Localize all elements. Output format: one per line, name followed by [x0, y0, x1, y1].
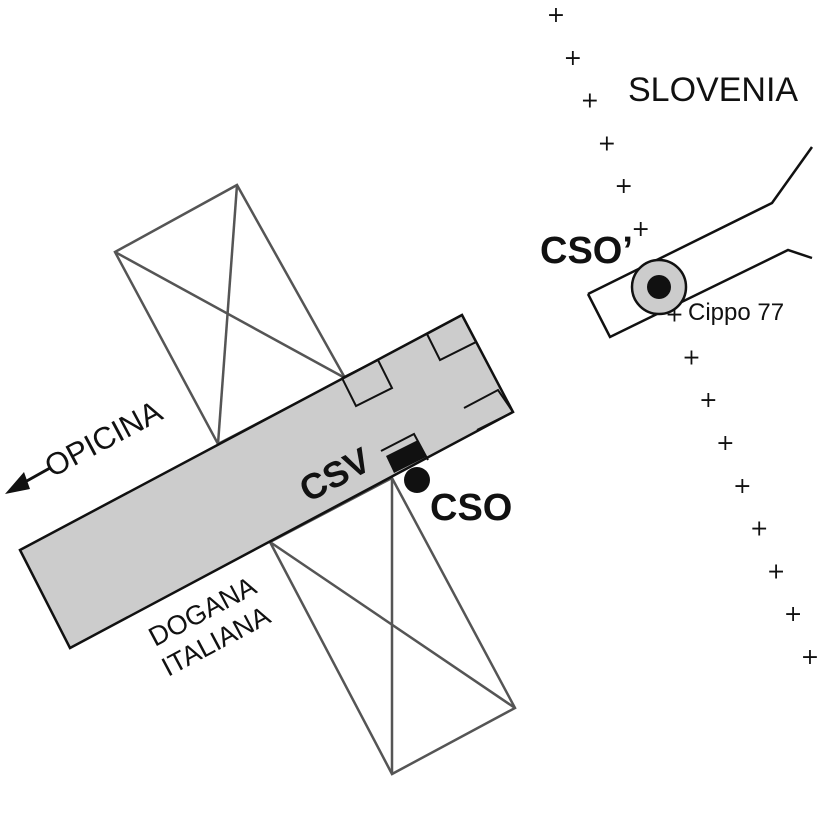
border-marker: +	[767, 559, 785, 584]
border-marker: +	[564, 46, 582, 71]
customs-building	[18, 313, 515, 650]
cippo-label: Cippo 77	[688, 299, 784, 326]
cippo-77-marker	[630, 258, 688, 316]
border-marker: +	[614, 174, 632, 199]
arrow-left-icon	[5, 466, 51, 494]
border-marker: +	[581, 89, 599, 114]
border-marker: +	[750, 517, 768, 542]
border-marker: +	[699, 388, 717, 413]
cso-prime-label: CSO’	[540, 230, 633, 272]
border-marker: +	[682, 345, 700, 370]
border-marker: +	[598, 131, 616, 156]
border-marker: +	[801, 645, 819, 670]
csv-station-marker	[386, 440, 426, 473]
state-border-line: ++++++++++++++++	[547, 3, 819, 670]
border-marker: +	[547, 3, 565, 28]
border-marker: +	[716, 431, 734, 456]
border-marker: +	[733, 474, 751, 499]
country-label: SLOVENIA	[628, 71, 798, 109]
cso-station-marker	[404, 467, 430, 493]
opicina-label: OPICINA	[39, 393, 168, 484]
border-marker: +	[784, 602, 802, 627]
border-marker: +	[631, 217, 649, 242]
cso-label: CSO	[430, 487, 512, 529]
